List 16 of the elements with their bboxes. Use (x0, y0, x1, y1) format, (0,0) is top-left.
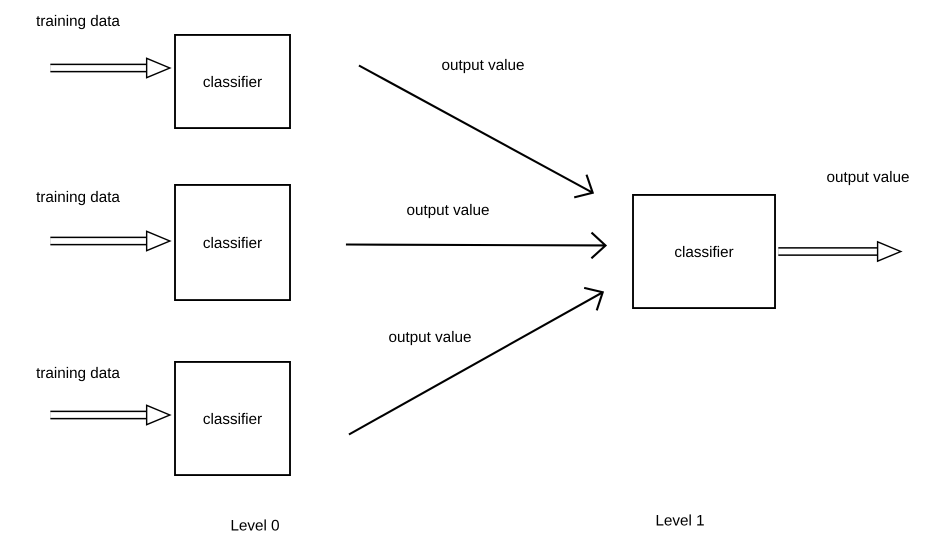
arrow (346, 232, 608, 260)
arrow (358, 64, 594, 198)
classifier-box: classifier (174, 34, 291, 129)
edge-label: output value (387, 330, 473, 346)
arrow (348, 286, 604, 436)
level-label: Level 0 (232, 519, 279, 531)
classifier-box: classifier (632, 194, 776, 309)
edge-label: output value (825, 170, 911, 186)
edge-label: training data (34, 366, 122, 382)
edge-label: training data (34, 190, 122, 206)
edge-label: output value (440, 58, 526, 74)
classifier-box: classifier (174, 361, 291, 476)
edge-label: training data (34, 14, 122, 30)
level-label: Level 1 (656, 514, 704, 526)
edge-label: output value (405, 202, 491, 220)
classifier-box: classifier (174, 184, 291, 301)
